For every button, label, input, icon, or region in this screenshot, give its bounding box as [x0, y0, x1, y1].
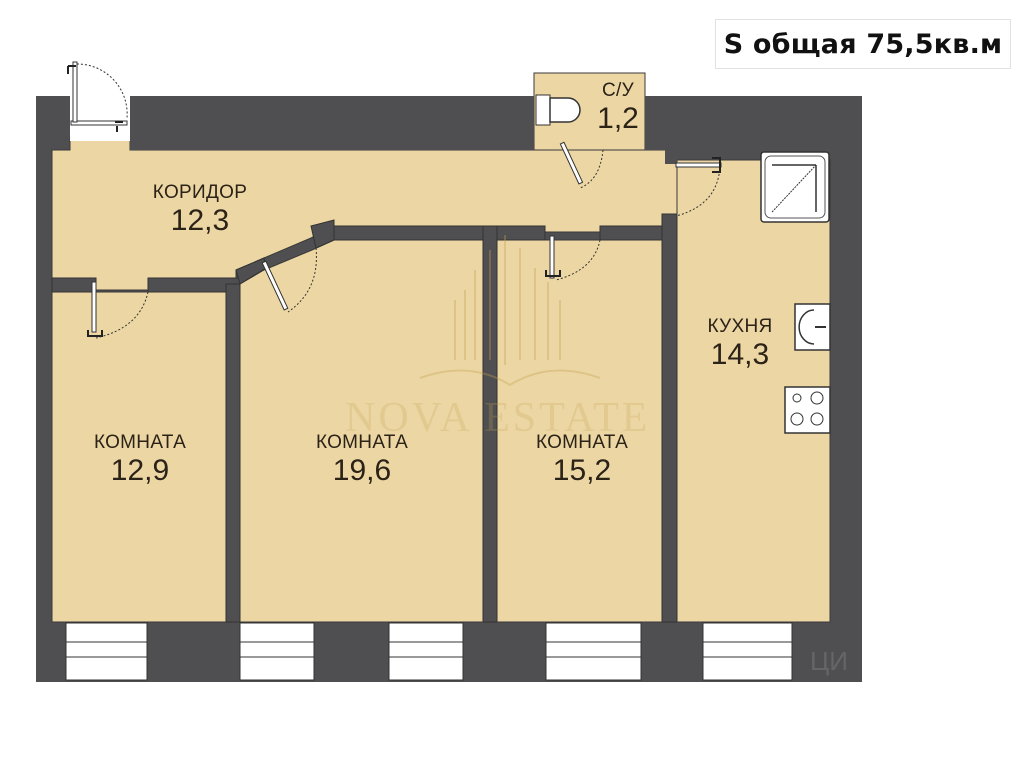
room-name: КУХНЯ	[707, 316, 773, 337]
watermark-brand: NOVA ESTATE	[345, 395, 651, 441]
room-area: 12,9	[110, 454, 170, 487]
room-label-room1: КОМНАТА 12,9	[70, 432, 210, 488]
total-area-label: S общая 75,5кв.м	[723, 28, 1003, 60]
room-label-corridor: КОРИДОР 12,3	[130, 182, 270, 238]
watermark-corner: ЦИ	[810, 646, 848, 676]
total-area-badge: S общая 75,5кв.м	[715, 19, 1011, 69]
room3-floor	[496, 239, 663, 623]
floors	[51, 72, 831, 623]
stove-icon	[784, 386, 831, 434]
kitchen-door[interactable]	[665, 150, 722, 217]
bathroom-fixtures	[535, 94, 604, 189]
room-area: 15,2	[552, 454, 612, 487]
room1-door	[91, 281, 97, 333]
room-label-bathroom: С/У 1,2	[588, 80, 648, 136]
room-doors[interactable]	[87, 235, 601, 339]
watermark-logo-icon	[419, 235, 601, 387]
kitchen-fixtures	[760, 151, 831, 434]
window-room2-right	[388, 622, 464, 681]
room-area: 14,3	[710, 338, 770, 371]
window-room3	[545, 622, 642, 681]
room-area: 1,2	[597, 102, 639, 135]
toilet-icon	[549, 97, 581, 123]
entrance-door[interactable]	[67, 61, 130, 141]
window-kitchen	[702, 622, 793, 681]
room-name: КОМНАТА	[93, 432, 187, 453]
corridor-top-wall	[130, 96, 534, 150]
room-label-room3: КОМНАТА 15,2	[512, 432, 652, 488]
room2-door	[261, 260, 289, 311]
room-label-kitchen: КУХНЯ 14,3	[690, 316, 790, 372]
windows	[65, 622, 793, 681]
room3-door	[549, 235, 555, 279]
room-area: 19,6	[332, 454, 392, 487]
room-area: 12,3	[170, 204, 230, 237]
window-room1	[65, 622, 148, 681]
room-name: КОРИДОР	[152, 182, 248, 203]
interior-walls	[51, 213, 678, 623]
room1-floor	[51, 291, 227, 623]
room-name: КОМНАТА	[535, 432, 629, 453]
window-room2-left	[239, 622, 315, 681]
room-name: КОМНАТА	[315, 432, 409, 453]
room-label-room2: КОМНАТА 19,6	[292, 432, 432, 488]
room-name: С/У	[602, 80, 634, 101]
kitchen-top-wall	[645, 96, 862, 150]
toilet-tank-icon	[535, 94, 551, 126]
